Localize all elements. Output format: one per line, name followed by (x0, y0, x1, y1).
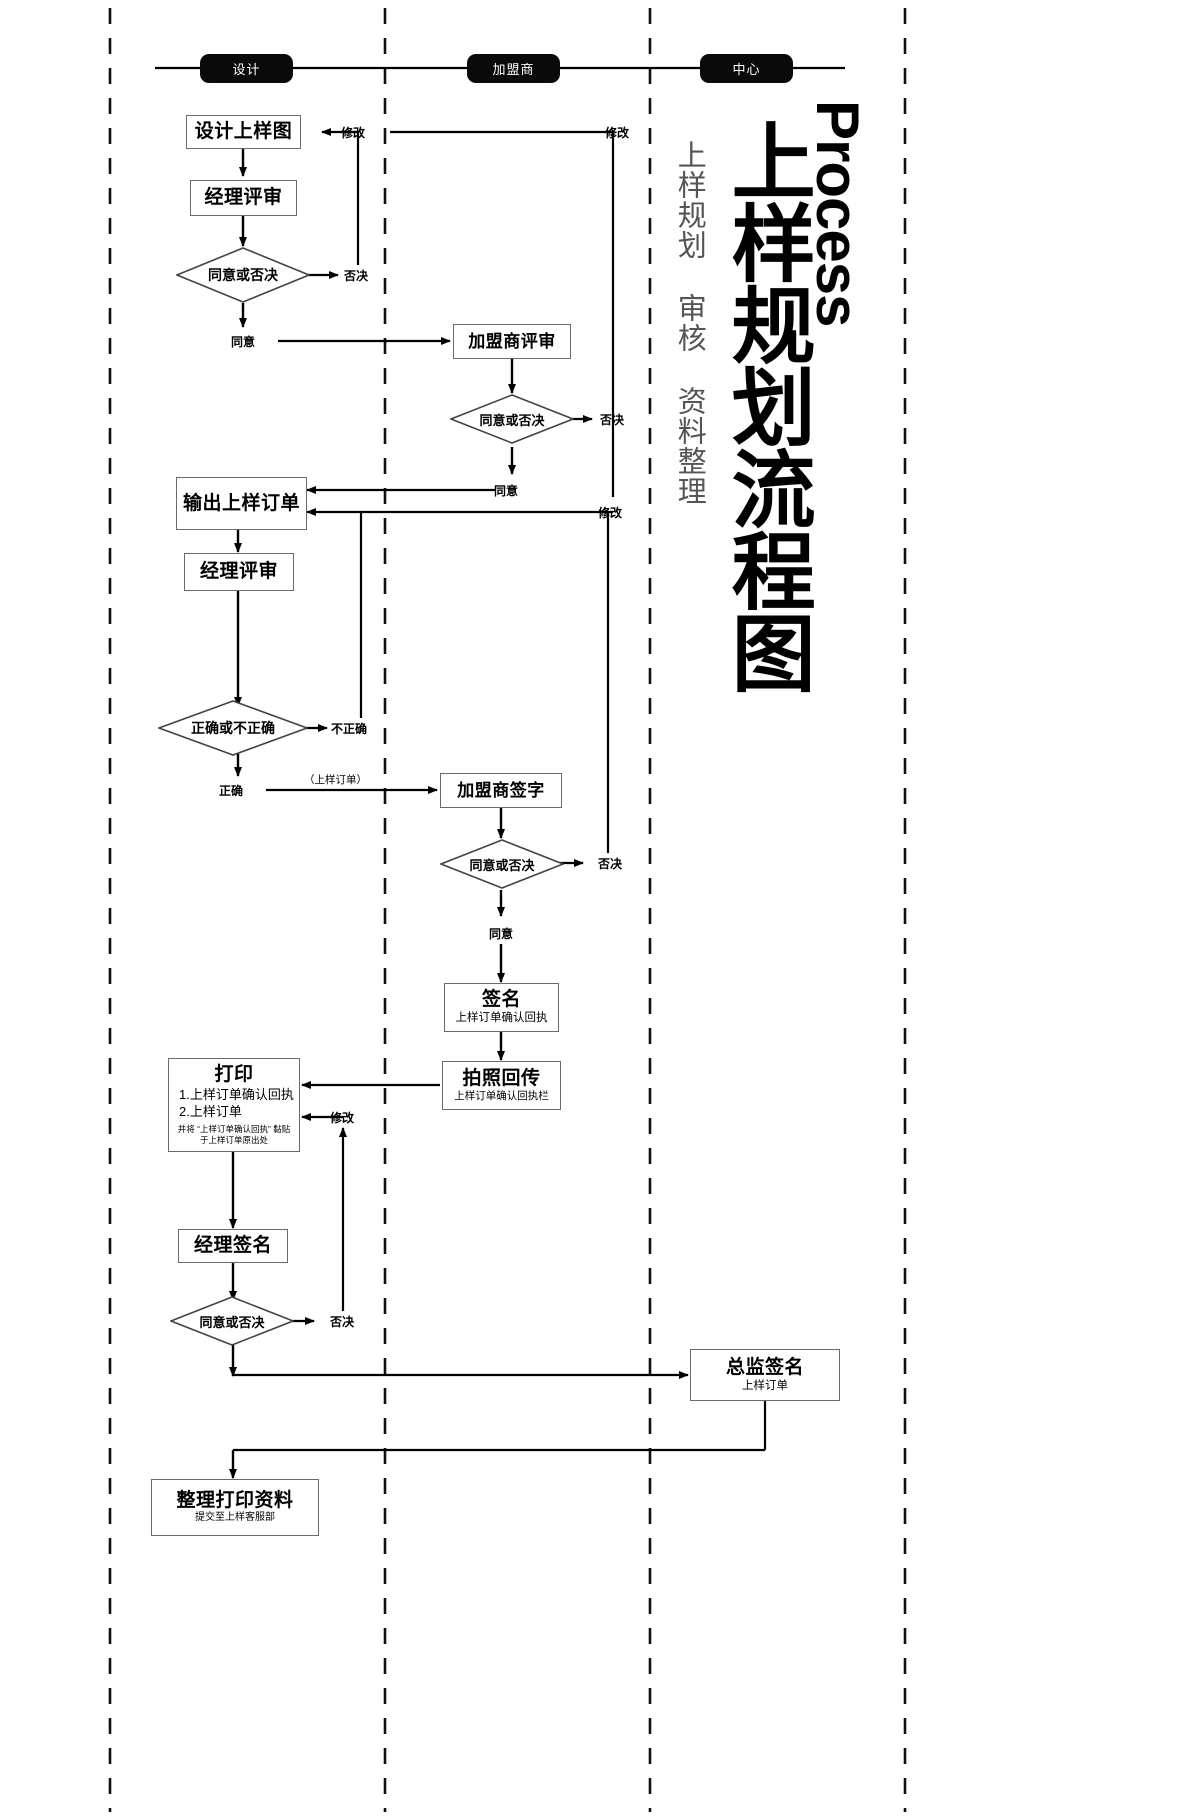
edge-label-reject-4: 否决 (330, 1315, 355, 1329)
edge-label-correct: 正确 (219, 784, 244, 798)
lane-tag-franchisee[interactable]: 加盟商 (467, 54, 560, 83)
node-photo-upload[interactable]: 拍照回传 上样订单确认回执栏 (442, 1061, 561, 1110)
decision-label: 同意或否决 (479, 412, 545, 428)
edge-label-reject-3: 否决 (598, 857, 623, 871)
lane-tag-center[interactable]: 中心 (700, 54, 793, 83)
edge-label-agree-3: 同意 (489, 927, 514, 941)
edge-label-modify-2: 修改 (598, 506, 623, 520)
node-manager-review-1[interactable]: 经理评审 (190, 180, 297, 216)
decision-correct-incorrect[interactable]: 正确或不正确 (158, 700, 308, 756)
node-title: 打印 (214, 1064, 254, 1085)
node-franchisee-review[interactable]: 加盟商评审 (453, 324, 571, 359)
edge-label-agree-2: 同意 (494, 484, 519, 498)
decision-label: 同意或否决 (208, 267, 278, 283)
lane-label: 中心 (732, 62, 761, 77)
node-director-sign[interactable]: 总监签名 上样订单 (690, 1349, 840, 1401)
decision-agree-reject-2[interactable]: 同意或否决 (450, 394, 574, 444)
decision-label: 同意或否决 (199, 1314, 265, 1330)
node-signature[interactable]: 签名 上样订单确认回执 (444, 983, 559, 1032)
lane-label: 加盟商 (492, 62, 535, 77)
node-subtitle: 提交至上样客服部 (195, 1512, 275, 1524)
print-item-2: 2.上样订单 (179, 1104, 242, 1120)
decision-agree-reject-1[interactable]: 同意或否决 (176, 247, 310, 303)
lane-tag-design[interactable]: 设计 (200, 54, 293, 83)
node-title: 整理打印资料 (176, 1490, 294, 1512)
node-title: 经理评审 (199, 561, 278, 583)
title-main: 上样规划流程图 (720, 118, 815, 692)
node-manager-review-2[interactable]: 经理评审 (184, 553, 294, 591)
print-note-2: 于上样订单原出处 (199, 1134, 268, 1145)
edge-label-order-note: （上样订单） (304, 774, 367, 786)
node-final-archive[interactable]: 整理打印资料 提交至上样客服部 (151, 1479, 319, 1536)
node-subtitle: 上样订单确认回执栏 (454, 1089, 549, 1102)
node-output-order[interactable]: 输出上样订单 (176, 477, 307, 530)
decision-label: 正确或不正确 (191, 720, 275, 736)
edge-label-agree-1: 同意 (231, 335, 256, 349)
edge-label-reject-1: 否决 (344, 269, 369, 283)
title-subtitle: 上样规划 审核 资料整理 (673, 140, 706, 506)
node-title: 拍照回传 (462, 1068, 541, 1090)
node-print[interactable]: 打印 1.上样订单确认回执 2.上样订单 并将 “上样订单确认回执” 黏贴 于上… (168, 1058, 300, 1152)
node-title: 加盟商评审 (468, 331, 556, 351)
edge-label-modify-1: 修改 (341, 126, 366, 140)
edge-label-modify-1b: 修改 (605, 126, 630, 140)
node-subtitle: 上样订单确认回执 (455, 1012, 548, 1025)
node-title: 加盟商签字 (457, 780, 545, 800)
edge-label-reject-2: 否决 (600, 413, 625, 427)
edge-label-modify-3: 修改 (330, 1111, 355, 1125)
decision-agree-reject-3[interactable]: 同意或否决 (440, 839, 564, 889)
node-franchisee-sign[interactable]: 加盟商签字 (440, 773, 562, 808)
node-title: 经理签名 (193, 1235, 272, 1257)
node-title: 设计上样图 (194, 121, 293, 143)
node-title: 总监签名 (725, 1356, 804, 1378)
print-item-1: 1.上样订单确认回执 (179, 1086, 294, 1102)
node-title: 签名 (481, 989, 521, 1011)
lane-label: 设计 (232, 62, 261, 77)
node-title: 输出上样订单 (182, 492, 300, 514)
decision-label: 同意或否决 (469, 857, 535, 873)
edge-label-incorrect: 不正确 (331, 722, 368, 736)
lane-divider (108, 8, 907, 1812)
decision-agree-reject-4[interactable]: 同意或否决 (170, 1296, 294, 1346)
node-subtitle: 上样订单 (742, 1379, 788, 1392)
node-design-upload[interactable]: 设计上样图 (186, 115, 301, 149)
node-manager-sign[interactable]: 经理签名 (178, 1229, 288, 1263)
print-note-1: 并将 “上样订单确认回执” 黏贴 (177, 1123, 291, 1134)
node-title: 经理评审 (204, 187, 283, 209)
